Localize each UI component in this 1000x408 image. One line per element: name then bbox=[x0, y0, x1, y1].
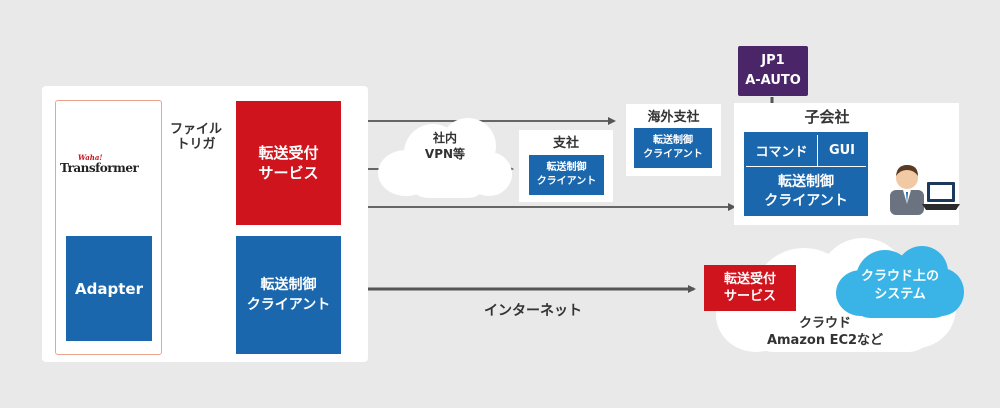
cloud-system[interactable] bbox=[836, 246, 964, 318]
jp1-line2: A-AUTO bbox=[745, 73, 801, 88]
subsidiary-title-text: 子会社 bbox=[804, 107, 850, 126]
internet-label-text: インターネット bbox=[484, 303, 582, 319]
logo-small-text: Waha! bbox=[78, 153, 103, 162]
internet-label: インターネット bbox=[468, 300, 598, 320]
cloud-system-line2: システム bbox=[874, 287, 926, 302]
vpn-label: 社内 VPN等 bbox=[400, 128, 490, 164]
subsidiary-client-line1: 転送制御 bbox=[778, 174, 834, 190]
cloud-receive-line1: 転送受付 bbox=[723, 272, 776, 287]
subsidiary-client-label: 転送制御 クライアント bbox=[746, 170, 866, 214]
cloud-caption: クラウド Amazon EC2など bbox=[740, 312, 910, 352]
branch-title-text: 支社 bbox=[552, 135, 579, 151]
vpn-label-line2: VPN等 bbox=[424, 147, 466, 161]
trigger-label-line2: トリガ bbox=[176, 137, 216, 152]
overseas-title: 海外支社 bbox=[626, 106, 721, 125]
vpn-cloud bbox=[378, 118, 514, 200]
transfer-client-box[interactable]: 転送制御 クライアント bbox=[236, 236, 341, 354]
overseas-client-box[interactable]: 転送制御 クライアント bbox=[634, 128, 712, 168]
trigger-label-line1: ファイル bbox=[169, 122, 222, 137]
receive-service-box[interactable]: 転送受付 サービス bbox=[236, 101, 341, 225]
jp1-box[interactable]: JP1 A-AUTO bbox=[738, 46, 808, 96]
overseas-client-line2: クライアント bbox=[643, 149, 703, 160]
branch-client-line1: 転送制御 bbox=[546, 162, 587, 173]
jp1-line1: JP1 bbox=[761, 53, 785, 68]
file-trigger-label: ファイル トリガ bbox=[163, 120, 229, 154]
cloud-receive-box[interactable]: 転送受付 サービス bbox=[704, 265, 796, 311]
transfer-client-line1: 転送制御 bbox=[260, 277, 317, 293]
cloud-caption-line2: Amazon EC2など bbox=[766, 333, 884, 348]
receive-service-line2: サービス bbox=[258, 164, 319, 182]
branch-client-box[interactable]: 転送制御 クライアント bbox=[529, 155, 604, 195]
cloud-receive-line2: サービス bbox=[723, 289, 776, 304]
cloud-caption-line1: クラウド bbox=[798, 316, 851, 331]
subsidiary-client-line2: クライアント bbox=[764, 193, 848, 209]
adapter-box[interactable]: Adapter bbox=[66, 236, 152, 341]
branch-title: 支社 bbox=[519, 132, 613, 151]
receive-service-line1: 転送受付 bbox=[258, 144, 319, 162]
laptop-icon bbox=[922, 182, 960, 210]
gui-button[interactable]: GUI bbox=[818, 135, 866, 167]
overseas-title-text: 海外支社 bbox=[647, 109, 700, 125]
cloud-system-line1: クラウド上の bbox=[860, 269, 939, 284]
overseas-client-line1: 転送制御 bbox=[653, 135, 693, 146]
vpn-label-line1: 社内 bbox=[432, 131, 457, 145]
subsidiary-title: 子会社 bbox=[792, 106, 862, 126]
gui-label: GUI bbox=[828, 143, 856, 158]
transfer-client-line2: クライアント bbox=[246, 297, 331, 313]
transformer-logo: Waha! Transformer bbox=[60, 153, 158, 180]
person-icon bbox=[890, 165, 924, 215]
subsidiary-client-box bbox=[744, 132, 868, 216]
adapter-label: Adapter bbox=[75, 279, 143, 298]
logo-main-text: Transformer bbox=[60, 161, 139, 175]
cloud-system-label: クラウド上の システム bbox=[842, 266, 958, 306]
command-label: コマンド bbox=[755, 145, 808, 160]
command-button[interactable]: コマンド bbox=[746, 135, 818, 167]
branch-client-line2: クライアント bbox=[536, 176, 597, 187]
